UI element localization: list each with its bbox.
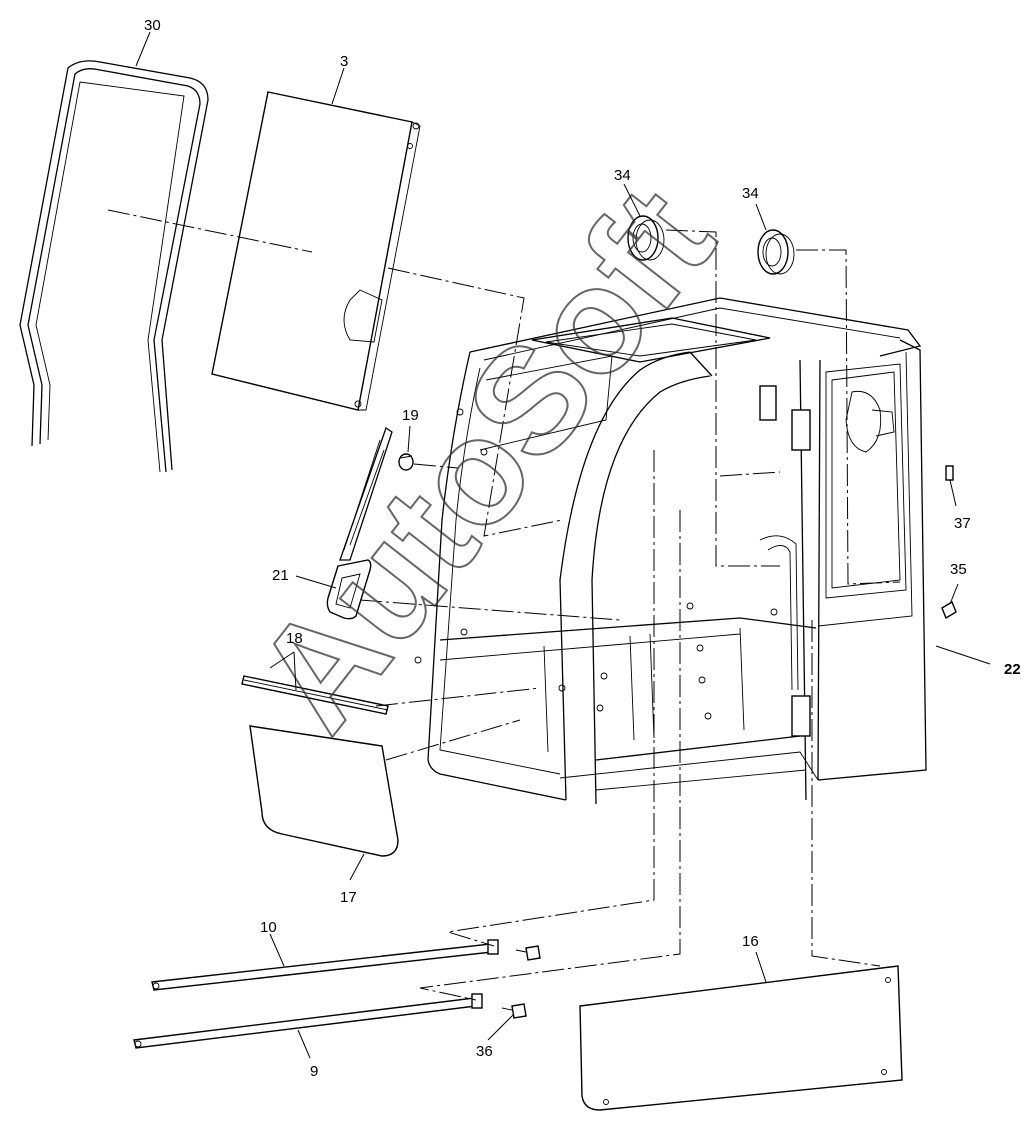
callout-21: 21 [272, 567, 289, 584]
part-30-seal [19, 60, 209, 473]
callout-37: 37 [954, 515, 971, 532]
part-22-cab-frame [414, 297, 927, 805]
callout-19: 19 [402, 407, 419, 424]
callout-34-left: 34 [614, 167, 631, 184]
part-34-speaker-right [757, 229, 795, 275]
callout-34-right: 34 [742, 185, 759, 202]
assembly-lines [107, 209, 901, 1001]
callout-3: 3 [340, 53, 348, 70]
callout-36: 36 [476, 1043, 493, 1060]
callout-35: 35 [950, 561, 967, 578]
callout-18: 18 [286, 630, 303, 647]
part-34-speaker-left [627, 215, 665, 261]
callout-10: 10 [260, 919, 277, 936]
part-3-glass [211, 91, 421, 411]
part-37-clip [945, 465, 954, 481]
part-17-lower-glass [249, 725, 399, 857]
part-35-clip [941, 600, 957, 620]
leader-lines [135, 31, 991, 1059]
callout-22: 22 [1004, 661, 1021, 678]
part-36-bolts [501, 945, 541, 1019]
part-21-mirror [326, 426, 393, 620]
callout-labels: 30 3 34 34 19 21 18 17 37 35 22 10 16 9 … [144, 17, 1021, 1080]
part-16-cover-panel [579, 965, 903, 1111]
part-9-strut [133, 993, 483, 1049]
part-10-strut [151, 939, 499, 991]
callout-9: 9 [310, 1063, 318, 1080]
part-18-rail [241, 675, 389, 715]
callout-16: 16 [742, 933, 759, 950]
part-19-cap [398, 453, 414, 471]
callout-17: 17 [340, 889, 357, 906]
callout-30: 30 [144, 17, 161, 34]
